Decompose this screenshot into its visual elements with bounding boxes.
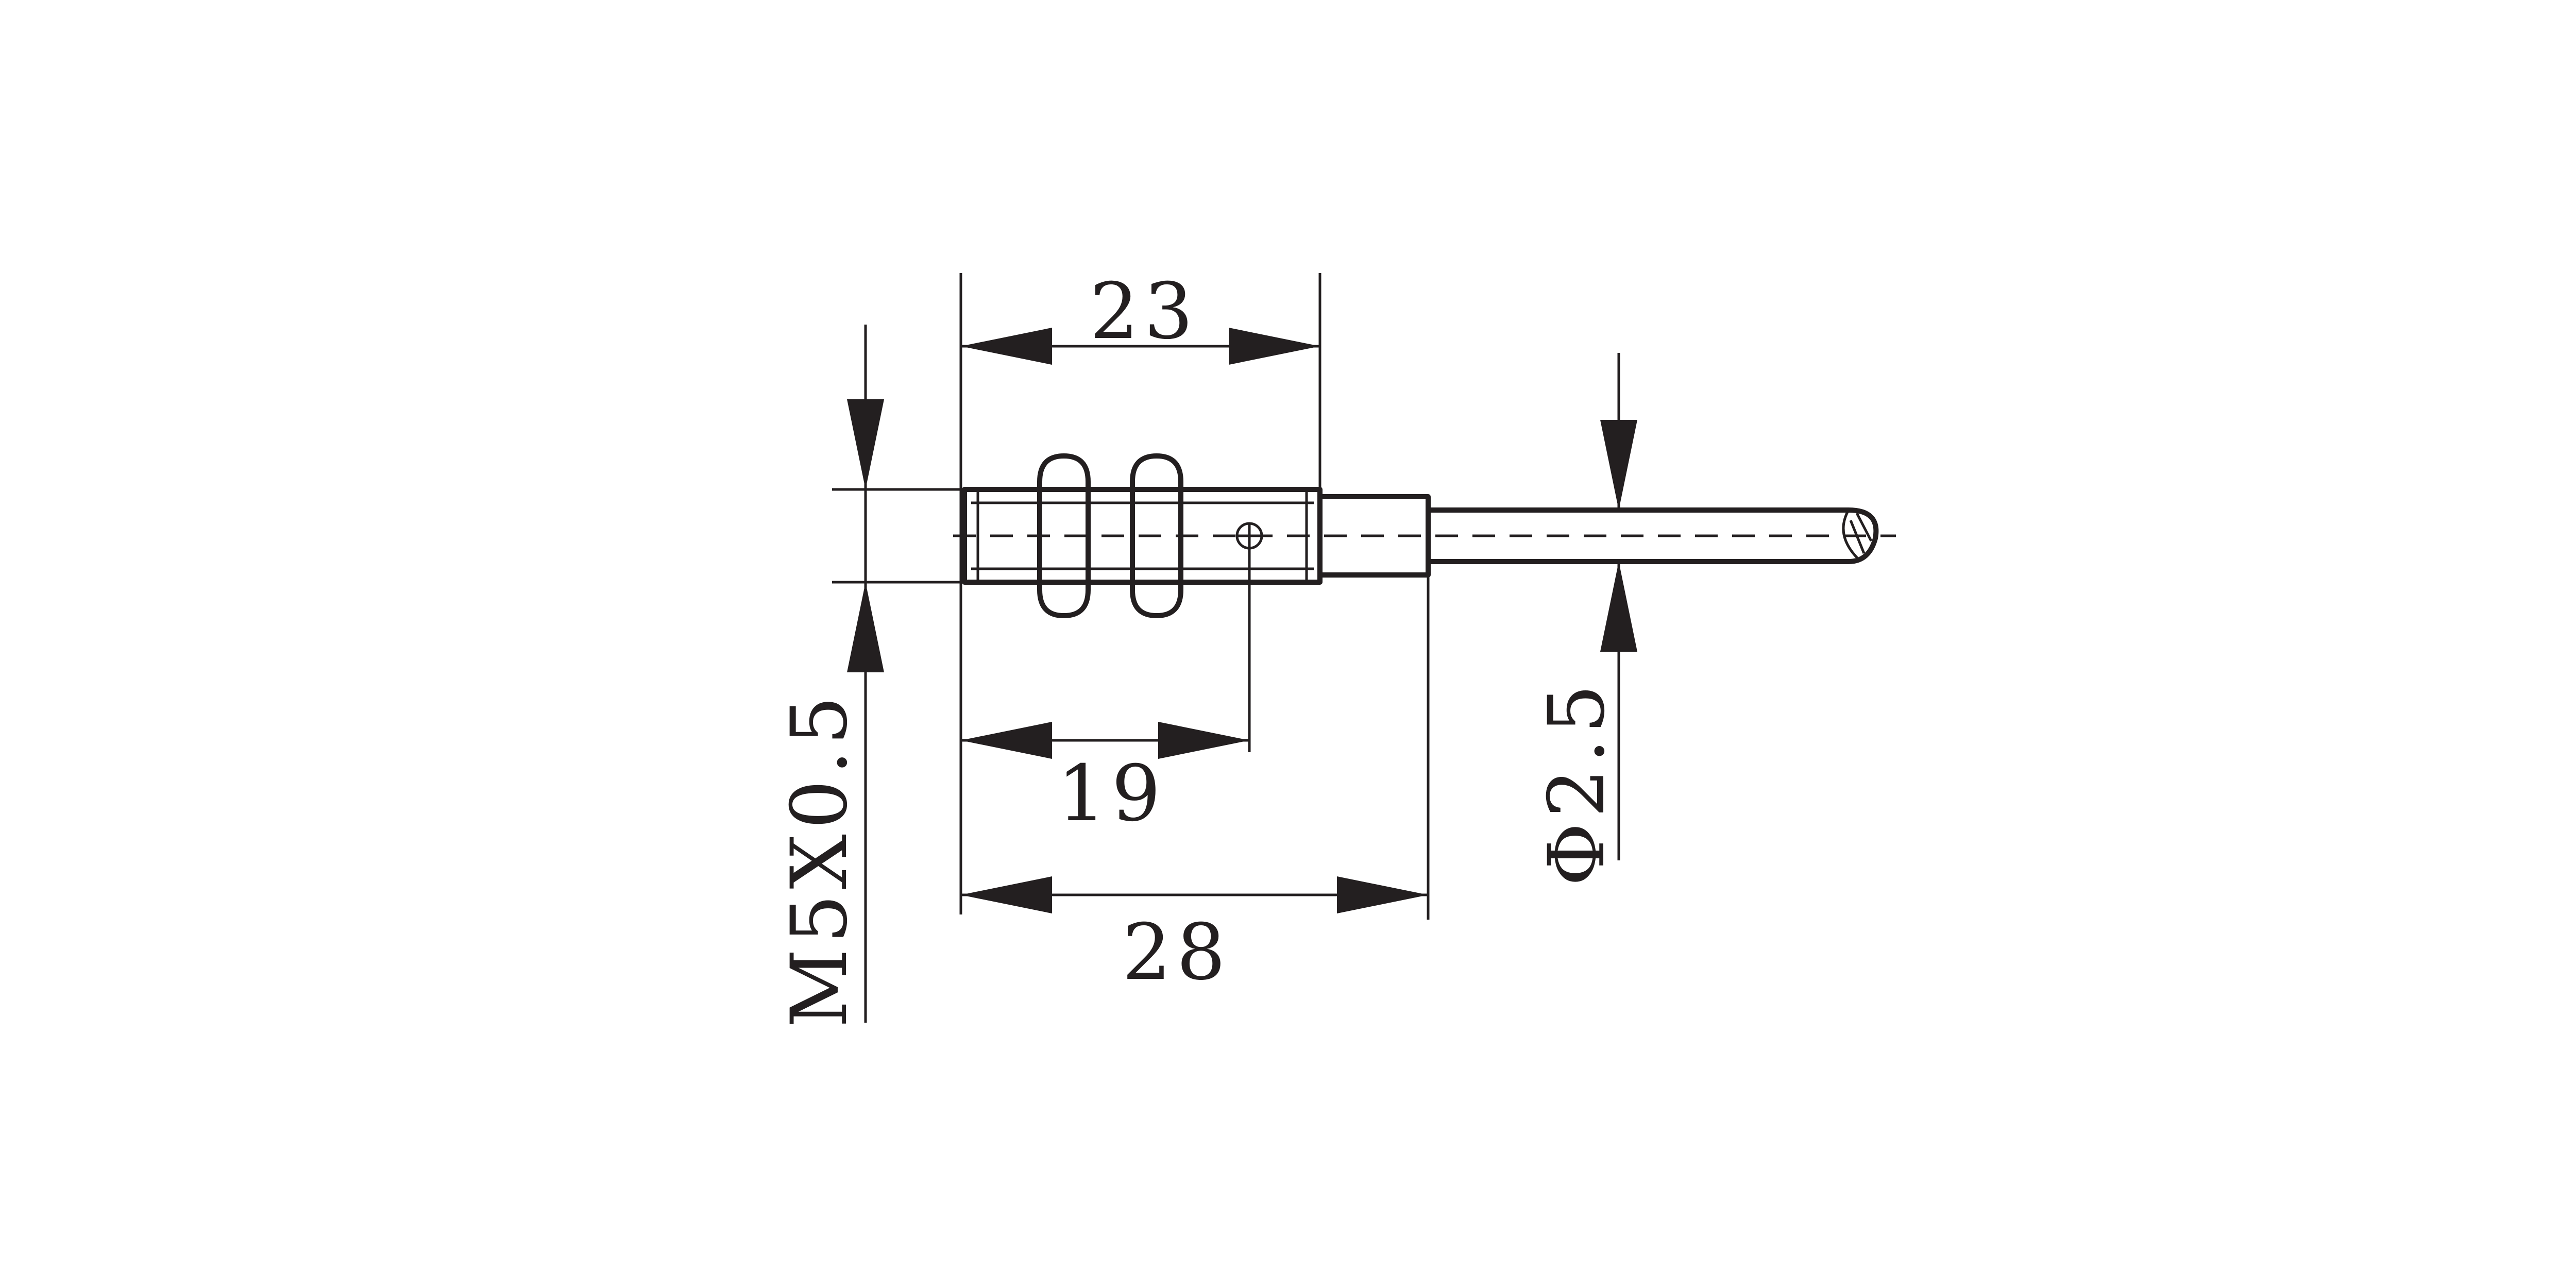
dimension-cable-diameter: Φ2.5 — [1532, 353, 1637, 886]
extension-lines — [832, 273, 1620, 920]
arrowhead — [1158, 722, 1249, 759]
sensor-body — [953, 453, 1896, 618]
dimension-label-cable-diameter: Φ2.5 — [1532, 679, 1622, 886]
arrowhead — [1229, 328, 1320, 365]
dimension-28: 28 — [961, 876, 1428, 997]
arrowhead — [961, 328, 1052, 365]
arrowhead — [847, 582, 884, 672]
dimension-label-19: 19 — [1057, 749, 1166, 839]
dimension-23: 23 — [961, 267, 1320, 365]
dimension-label-23: 23 — [1090, 267, 1198, 357]
lock-nut-2 — [1130, 453, 1183, 618]
dimension-label-thread: M5X0.5 — [775, 691, 865, 1028]
lock-nut-1 — [1037, 453, 1091, 618]
arrowhead — [961, 876, 1052, 913]
dimension-19: 19 — [961, 722, 1249, 839]
arrowhead — [961, 722, 1052, 759]
dimension-thread: M5X0.5 — [775, 325, 884, 1028]
cable-cut-end — [1848, 507, 1879, 564]
arrowhead — [1337, 876, 1428, 913]
arrowhead — [1600, 562, 1637, 652]
dimension-label-28: 28 — [1122, 908, 1231, 997]
arrowhead — [1600, 420, 1637, 510]
arrowhead — [847, 399, 884, 489]
